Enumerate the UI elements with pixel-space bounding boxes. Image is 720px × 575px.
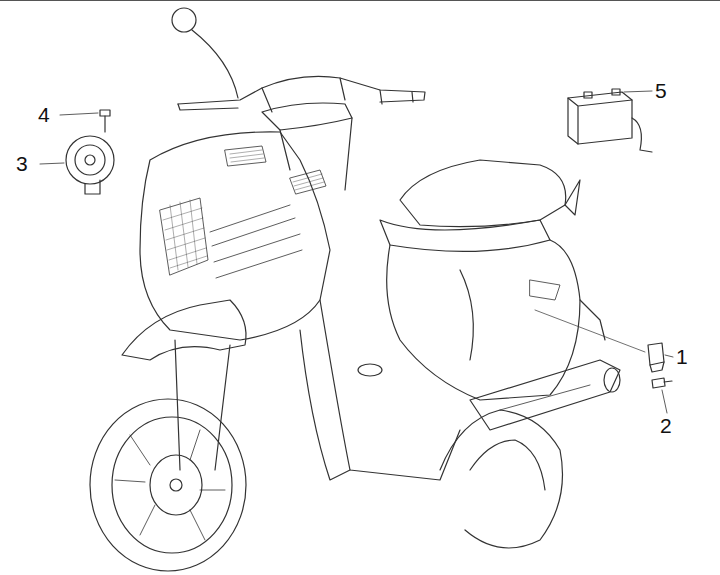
callout-number: 4 — [38, 104, 50, 125]
callout-number: 5 — [655, 80, 667, 101]
callout-number: 3 — [16, 153, 28, 174]
callout-number: 1 — [676, 346, 688, 367]
callout-number: 2 — [660, 415, 672, 436]
